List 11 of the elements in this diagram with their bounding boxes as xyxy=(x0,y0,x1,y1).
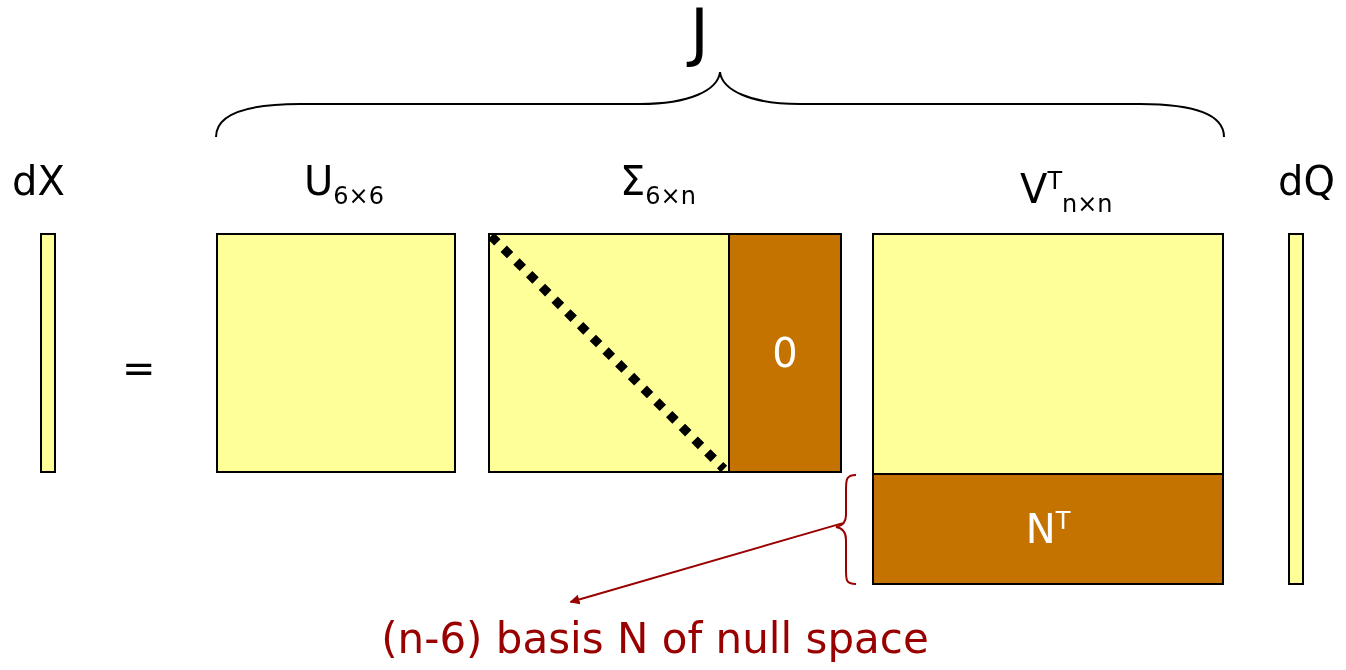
matrix-label: U$_{6×6}$ xyxy=(304,157,384,212)
arrow xyxy=(569,522,843,605)
matrix-symbol: 0 xyxy=(772,330,798,376)
zero-block xyxy=(728,233,842,473)
null-space-caption: (n-6) basis N of null space xyxy=(330,612,980,666)
null-space-block xyxy=(872,473,1224,585)
equals-sign: = xyxy=(122,344,156,392)
matrix-label: dQ xyxy=(1278,157,1335,205)
matrix-label: Σ$_{6×n}$ xyxy=(620,157,696,212)
matrix-symbol: N$^{T}$ xyxy=(1025,506,1071,552)
matrix-label: dX xyxy=(12,157,65,205)
